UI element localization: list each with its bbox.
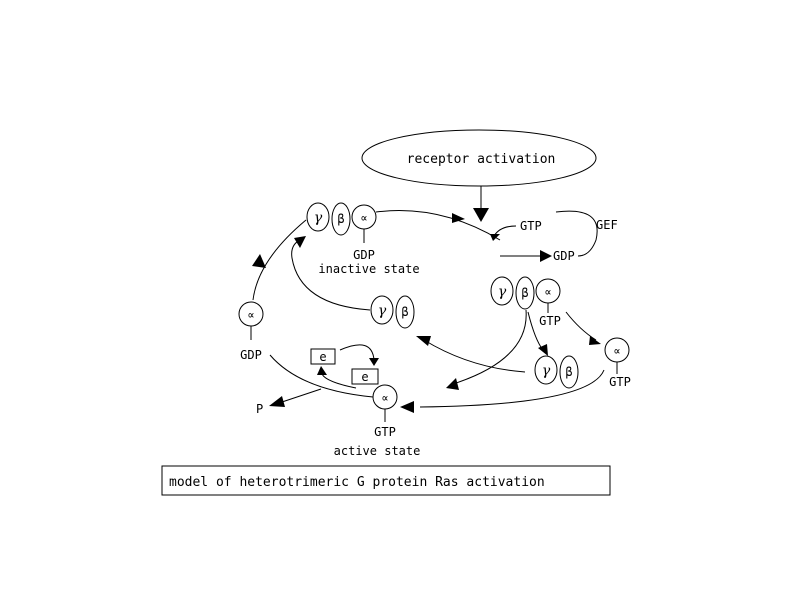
gamma-symbol: γ: [542, 363, 551, 379]
gamma-symbol: γ: [378, 303, 387, 319]
exchange-gdp-label: GDP: [553, 249, 575, 263]
beta-subunit: [559, 355, 579, 389]
free-alpha-gtp-label: GTP: [609, 375, 631, 389]
activated-heterotrimer: γ β ∝ GTP: [490, 276, 561, 328]
effector-activation-arrowhead: [369, 358, 379, 366]
free-betagamma-center: γ β: [370, 295, 415, 329]
alpha-symbol: ∝: [247, 308, 254, 322]
receptor-activation-label: receptor activation: [407, 152, 556, 167]
gamma-symbol: γ: [314, 210, 323, 226]
effector-label: e: [319, 350, 326, 364]
free-alpha-gtp: ∝ GTP: [604, 337, 631, 389]
receptor-arrow: [473, 186, 489, 222]
beta-symbol: β: [337, 212, 344, 226]
betagamma-reassociation-line: [291, 239, 371, 311]
beta-subunit: [515, 276, 535, 310]
activated-to-active-arrowhead: [446, 378, 459, 390]
alpha-symbol: ∝: [613, 344, 620, 358]
activated-to-active-arc: [449, 309, 527, 386]
alpha-release-line: [565, 311, 597, 341]
reassembly-arrowhead: [252, 254, 266, 268]
inactive-heterotrimer: γ β ∝ GDP inactive state: [306, 202, 420, 276]
beta-subunit: [331, 202, 351, 236]
gamma-symbol: γ: [498, 284, 507, 300]
gamma-subunit: [490, 276, 514, 306]
nucleotide-exchange: GTP GEF GDP: [490, 210, 618, 263]
phosphate-label: P: [256, 402, 263, 416]
phosphate-release-arrowhead: [269, 396, 285, 407]
beta-subunit: [395, 295, 415, 329]
effector-box-lower: e: [351, 368, 379, 385]
reassembly-line: [252, 219, 307, 301]
activated-gtp-label: GTP: [539, 314, 561, 328]
activation-arc: [375, 210, 501, 241]
effector-activation-line: [339, 344, 375, 361]
alpha-gdp: ∝ GDP: [238, 301, 264, 362]
caption-box: model of heterotrimeric G protein Ras ac…: [161, 465, 611, 496]
receptor-activation-node: receptor activation: [361, 129, 597, 187]
active-state-label: active state: [334, 444, 421, 458]
inactive-gdp-label: GDP: [353, 248, 375, 262]
effector-box-upper: e: [310, 348, 336, 365]
beta-symbol: β: [401, 305, 408, 319]
gef-label: GEF: [596, 218, 618, 232]
exchange-gtp-label: GTP: [520, 219, 542, 233]
betagamma-return-line: [423, 339, 526, 373]
gamma-subunit: [370, 295, 394, 325]
free-betagamma-right: γ β: [534, 355, 579, 389]
beta-symbol: β: [521, 286, 528, 300]
phosphate-release-line: [281, 388, 322, 403]
alpha-gdp-label: GDP: [240, 348, 262, 362]
alpha-to-active-arrowhead: [400, 401, 414, 413]
alpha-symbol: ∝: [544, 285, 551, 299]
gamma-subunit: [534, 355, 558, 385]
effector-label: e: [361, 370, 368, 384]
alpha-symbol: ∝: [381, 391, 388, 405]
gamma-subunit: [306, 202, 330, 232]
inactive-state-label: inactive state: [318, 262, 419, 276]
alpha-symbol: ∝: [360, 211, 367, 225]
activation-arc-arrowhead: [452, 213, 465, 223]
active-alpha-gtp: ∝ GTP active state: [334, 384, 421, 458]
betagamma-release-arrowhead: [538, 344, 548, 356]
gtp-hydrolysis-line: [269, 354, 374, 398]
caption-text: model of heterotrimeric G protein Ras ac…: [169, 475, 545, 490]
beta-symbol: β: [565, 365, 572, 379]
betagamma-reassociation-arrowhead: [294, 236, 306, 248]
alpha-release-arrowhead: [589, 336, 601, 345]
alpha-to-active-line: [419, 369, 605, 408]
betagamma-return-arrowhead: [416, 336, 431, 346]
active-gtp-label: GTP: [374, 425, 396, 439]
effector-return-line: [321, 373, 357, 389]
effector-return-arrowhead: [317, 366, 327, 375]
